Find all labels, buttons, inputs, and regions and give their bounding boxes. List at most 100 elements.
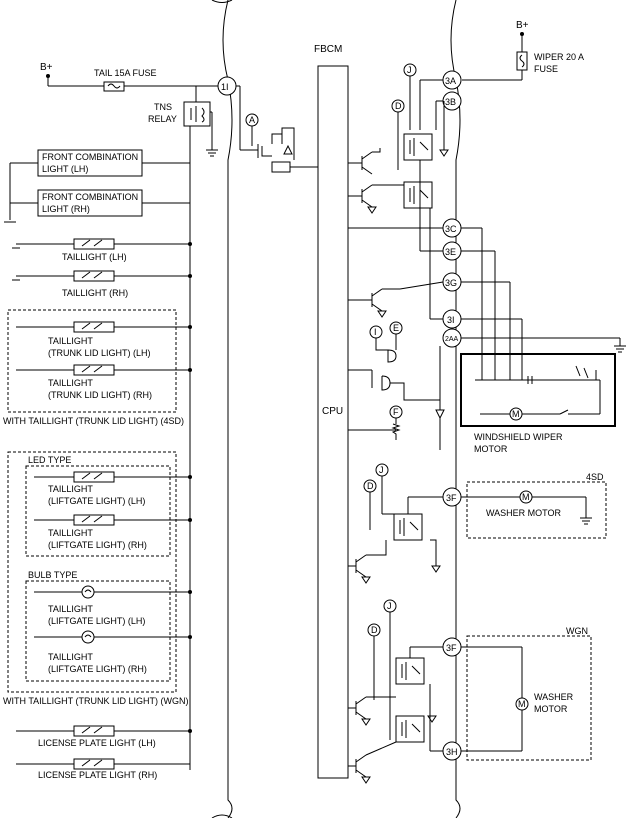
washer-motor-wgn-box: [466, 635, 592, 761]
front-combination-light-rh-box: [37, 189, 143, 217]
ref-f-label: F: [393, 407, 399, 417]
terminal-1i-label: 1I: [221, 82, 229, 92]
bulb-rh-label-2: (LIFTGATE LIGHT) (RH): [48, 664, 147, 674]
and-gate-1: [375, 334, 397, 363]
tns-relay-label-2: RELAY: [148, 114, 177, 124]
front-rh-label-1: FRONT COMBINATION: [42, 192, 138, 202]
front-lh-label-1: FRONT COMBINATION: [42, 152, 138, 162]
license-rh-row: [16, 758, 190, 770]
cpu-block: [317, 65, 349, 779]
tail-fuse-label: TAIL 15A FUSE: [94, 68, 157, 78]
transistor-3: [348, 281, 444, 312]
terminal-3h-label: 3H: [446, 747, 458, 757]
ref-a-label: A: [249, 115, 255, 125]
bulb-rh-row: [34, 630, 192, 644]
washer-relay-4sd: [393, 513, 423, 541]
transistor-6: [348, 741, 397, 778]
license-lh-label: LICENSE PLATE LIGHT (LH): [38, 738, 156, 748]
led-type-label: LED TYPE: [28, 455, 71, 465]
ref-i-label: I: [374, 327, 377, 337]
washer-4sd-tag: 4SD: [586, 472, 604, 482]
washer-motor-wgn-m: M: [518, 699, 526, 709]
wiper-motor-m: M: [512, 409, 520, 419]
led-type-box: [25, 465, 171, 557]
wiper-relay-2: [403, 181, 433, 209]
windshield-wiper-motor-box: [460, 353, 616, 427]
terminal-3g-label: 3G: [445, 278, 457, 288]
wgn-tag: WGN: [566, 626, 588, 636]
wiper-motor-label-2: MOTOR: [474, 444, 508, 454]
fbcm-label: FBCM: [314, 44, 342, 55]
fbcm-module-outline: [222, 0, 461, 818]
trunk-lid-wgn-box: [7, 451, 177, 693]
led-lh-label-1: TAILLIGHT: [48, 484, 93, 494]
ground-symbol: [206, 149, 218, 157]
washer-4sd-label: WASHER MOTOR: [486, 508, 562, 518]
bulb-rh-label-1: TAILLIGHT: [48, 652, 93, 662]
taillight-rh-row: [12, 270, 192, 282]
ref-j-top-label: J: [407, 65, 412, 75]
ref-e-label: E: [393, 323, 399, 333]
wiper-motor-label-1: WINDSHIELD WIPER: [474, 432, 563, 442]
wiper-fuse-label-1: WIPER 20 A: [534, 52, 584, 62]
and-gate-2: [348, 369, 440, 401]
ref-d-bottom-label: D: [371, 625, 378, 635]
terminal-3c-label: 3C: [445, 224, 457, 234]
led-lh-row: [34, 471, 192, 483]
license-rh-label: LICENSE PLATE LIGHT (RH): [38, 770, 157, 780]
bulb-lh-label-1: TAILLIGHT: [48, 604, 93, 614]
washer-motor-4sd-box: [466, 481, 607, 539]
tns-relay-label-1: TNS: [154, 102, 172, 112]
bulb-type-box: [25, 580, 171, 682]
transistor-1: [348, 148, 381, 175]
license-lh-row: [16, 725, 192, 737]
ref-d-top-label: D: [395, 101, 402, 111]
transistor-2: [348, 184, 404, 208]
terminal-2aa-label: 2AA: [445, 336, 459, 343]
taillight-lh-label: TAILLIGHT (LH): [62, 252, 127, 262]
ref-j-bottom-label: J: [387, 601, 392, 611]
terminal-3a-label: 3A: [445, 76, 456, 86]
bplus-right-label: B+: [516, 20, 529, 31]
led-lh-label-2: (LIFTGATE LIGHT) (LH): [48, 496, 145, 506]
led-rh-row: [34, 514, 192, 526]
trunk-lid-rh-row: [16, 364, 192, 376]
front-lh-label-2: LIGHT (LH): [42, 164, 88, 174]
washer-relay-wgn-2: [395, 715, 425, 743]
taillight-lh-row: [12, 238, 192, 250]
trunk-lid-lh-row: [16, 321, 192, 333]
washer-wgn-label-2: MOTOR: [534, 704, 568, 714]
fbcm-top-bottom-curve: [211, 0, 233, 818]
trunk-lh-label-1: TAILLIGHT: [48, 336, 93, 346]
ref-d-middle-label: D: [367, 481, 374, 491]
cpu-label: CPU: [322, 406, 343, 417]
terminal-3f-wgn-label: 3F: [446, 643, 457, 653]
terminal-3f-4sd-label: 3F: [446, 493, 457, 503]
trunk-lh-label-2: (TRUNK LID LIGHT) (LH): [48, 348, 151, 358]
transistor-5: [348, 696, 396, 720]
led-rh-label-2: (LIFTGATE LIGHT) (RH): [48, 540, 147, 550]
bplus-left-label: B+: [40, 62, 53, 73]
bulb-lh-label-2: (LIFTGATE LIGHT) (LH): [48, 616, 145, 626]
wiper-relay-1: [403, 133, 433, 161]
with-trunk-4sd-label: WITH TAILLIGHT (TRUNK LID LIGHT) (4SD): [3, 416, 184, 426]
terminal-3b-label: 3B: [445, 97, 456, 107]
tns-relay-symbol: [183, 101, 211, 127]
washer-relay-wgn-1: [395, 657, 425, 685]
front-rh-label-2: LIGHT (RH): [42, 204, 90, 214]
trunk-rh-label-2: (TRUNK LID LIGHT) (RH): [48, 390, 152, 400]
terminal-3e-label: 3E: [445, 247, 456, 257]
washer-motor-4sd-m: M: [522, 492, 530, 502]
trunk-rh-label-1: TAILLIGHT: [48, 378, 93, 388]
transistor-4: [348, 540, 387, 578]
taillight-rh-label: TAILLIGHT (RH): [62, 288, 128, 298]
with-trunk-wgn-label: WITH TAILLIGHT (TRUNK LID LIGHT) (WGN): [3, 696, 189, 706]
front-combination-light-lh-box: [37, 149, 143, 177]
bulb-type-label: BULB TYPE: [28, 570, 77, 580]
led-rh-label-1: TAILLIGHT: [48, 528, 93, 538]
terminal-3i-label: 3I: [447, 315, 455, 325]
bulb-lh-row: [34, 585, 192, 599]
washer-wgn-label-1: WASHER: [534, 692, 574, 702]
ref-j-middle-label: J: [379, 465, 384, 475]
